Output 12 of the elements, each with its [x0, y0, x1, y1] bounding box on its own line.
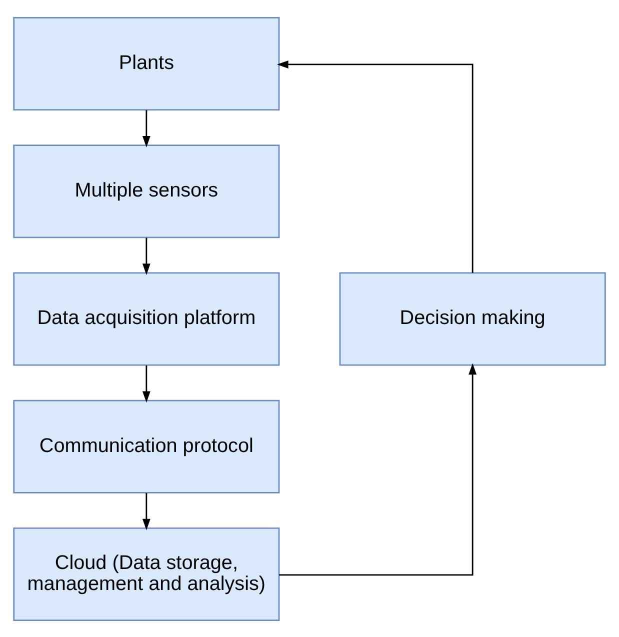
node-box: Plants: [13, 16, 280, 110]
node-box: Cloud (Data storage, management and analysis): [13, 526, 280, 621]
arrow: [142, 364, 150, 402]
node-box: Communication protocol: [13, 399, 280, 493]
node-box: Decision making: [339, 272, 606, 366]
arrow: [142, 110, 150, 147]
node-box: Multiple sensors: [13, 144, 280, 238]
arrow: [142, 237, 150, 274]
node-box: Data acquisition platform: [13, 272, 280, 366]
arrow: [276, 60, 474, 272]
arrow: [142, 492, 150, 530]
arrow: [279, 362, 477, 576]
